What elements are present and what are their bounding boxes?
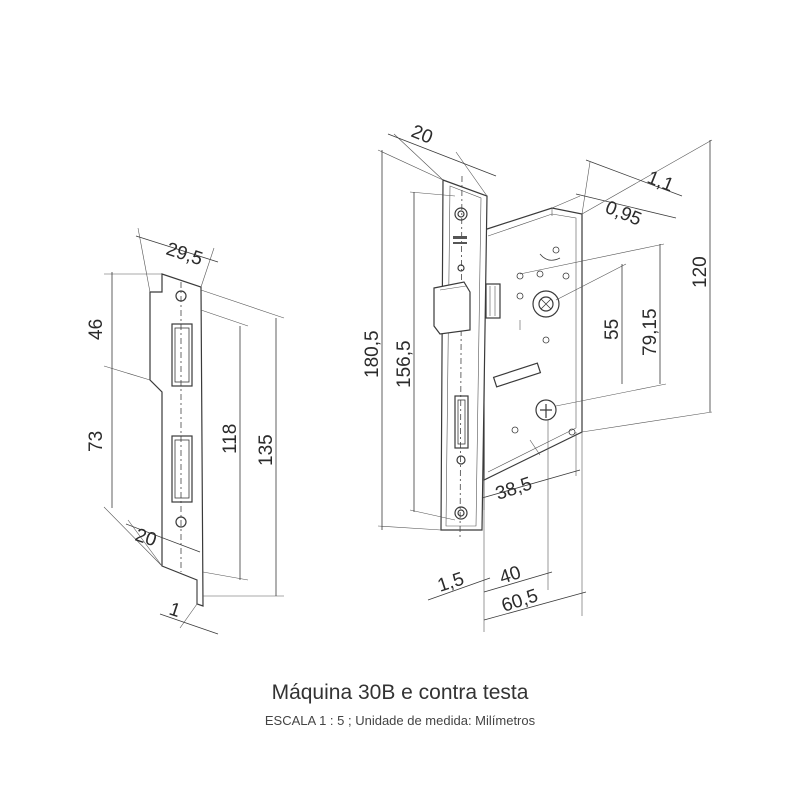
dim-156-5: 156,5 (394, 340, 415, 388)
dim-1-5: 1,5 (435, 569, 467, 597)
dim-118: 118 (220, 424, 241, 454)
dim-120: 120 (690, 256, 711, 288)
dim-38-5: 38,5 (493, 473, 535, 504)
dim-46: 46 (86, 319, 107, 340)
dim-55: 55 (602, 319, 623, 340)
dim-180-5: 180,5 (362, 330, 383, 378)
dim-135: 135 (256, 434, 277, 466)
strike-plate (149, 273, 204, 607)
dim-60-5: 60,5 (499, 585, 541, 616)
dim-73: 73 (86, 431, 107, 452)
dim-1: 1 (166, 599, 183, 622)
dim-20-strike: 20 (132, 525, 159, 552)
dim-79-15: 79,15 (640, 308, 661, 356)
strike-plate-labels: 29,5 46 73 118 135 20 1 (86, 239, 277, 622)
caption-title: Máquina 30B e contra testa (271, 681, 529, 704)
dim-0-95: 0,95 (602, 197, 644, 230)
dim-20-faceplate: 20 (408, 121, 435, 148)
strike-plate-dimension-lines (103, 227, 285, 635)
caption-subtitle: ESCALA 1 : 5 ; Unidade de medida: Milíme… (264, 713, 536, 728)
lock-body (433, 175, 583, 541)
dim-40: 40 (497, 562, 524, 589)
lock-body-dimension-lines (377, 133, 713, 632)
dim-29-5: 29,5 (163, 239, 205, 270)
